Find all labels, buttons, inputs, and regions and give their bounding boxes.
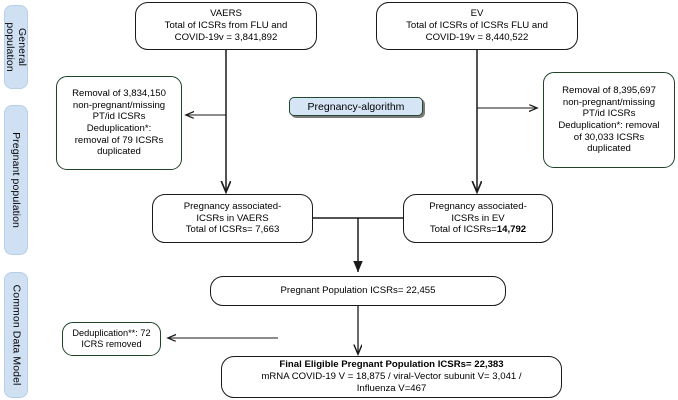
ev-pregnancy-total-value: 14,792	[496, 224, 527, 236]
final-population-line2: mRNA COVID-19 V = 18,875 / viral-Vector …	[261, 371, 522, 383]
vaers-source-line3: COVID-19v = 3,841,892	[174, 31, 278, 43]
node-vaers-source: VAERS Total of ICSRs from FLU and COVID-…	[135, 2, 317, 50]
sidebar-item-general-population[interactable]: General population	[4, 5, 28, 89]
vaers-removal-line4: Deduplication*:	[86, 123, 152, 134]
pregnant-population-label: Pregnant Population ICSRs= 22,455	[280, 285, 436, 297]
vaers-removal-line5: removal of 79 ICSRs	[74, 134, 164, 146]
sidebar-item-common-data-model[interactable]: Common Data Model	[4, 272, 28, 398]
node-vaers-pregnancy: Pregnancy associated- ICSRs in VAERS Tot…	[152, 194, 313, 243]
node-ev-removal: Removal of 8,395,697 non-pregnant/missin…	[543, 72, 675, 168]
ev-source-line1: EV	[470, 8, 484, 20]
ev-removal-line2: non-pregnant/missing	[562, 96, 656, 108]
node-deduplication: Deduplication**: 72 ICRS removed	[62, 322, 161, 356]
node-pregnant-population: Pregnant Population ICSRs= 22,455	[210, 276, 506, 306]
ev-source-line3: COVID-19v = 8,440,522	[425, 31, 529, 43]
deduplication-line1: Deduplication**: 72	[72, 327, 151, 338]
ev-removal-line1: Removal of 8,395,697	[562, 84, 656, 96]
ev-pregnancy-total-prefix: Total of ICSRs=	[429, 224, 497, 236]
node-ev-source: EV Total of ICSRs of ICSRs FLU and COVID…	[376, 2, 578, 50]
final-population-headline: Final Eligible Pregnant Population ICSRs…	[279, 359, 504, 371]
vaers-source-line1: VAERS	[210, 8, 242, 20]
node-pregnancy-algorithm[interactable]: Pregnancy-algorithm	[289, 97, 423, 116]
ev-pregnancy-line3: Total of ICSRs=14,792	[408, 224, 548, 236]
deduplication-line2: ICRS removed	[81, 339, 142, 349]
vaers-removal-line1: Removal of 3,834,150	[72, 87, 166, 99]
node-vaers-removal: Removal of 3,834,150 non-pregnant/missin…	[56, 76, 182, 170]
pregnancy-algorithm-label: Pregnancy-algorithm	[307, 100, 405, 113]
vaers-pregnancy-line3: Total of ICSRs= 7,663	[185, 224, 280, 236]
ev-removal-line6: duplicated	[587, 143, 631, 155]
sidebar-item-label: Common Data Model	[10, 284, 23, 386]
ev-removal-line4: Deduplication*: removal	[558, 120, 660, 131]
vaers-removal-line2: non-pregnant/missing	[72, 99, 166, 111]
node-final-population: Final Eligible Pregnant Population ICSRs…	[221, 356, 562, 398]
vaers-removal-line3: PT/id ICSRs	[92, 111, 146, 123]
ev-removal-line3: PT/id ICSRs	[582, 108, 636, 120]
ev-pregnancy-line2: ICSRs in EV	[451, 212, 505, 224]
vaers-removal-line6: duplicated	[97, 146, 141, 158]
node-ev-pregnancy: Pregnancy associated- ICSRs in EV Total …	[403, 194, 553, 243]
vaers-pregnancy-line2: ICSRs in VAERS	[196, 212, 269, 224]
vaers-source-line2: Total of ICSRs from FLU and	[164, 20, 288, 32]
final-population-line3: Influenza V=467	[356, 382, 427, 394]
sidebar-item-label: General population	[4, 22, 29, 72]
ev-removal-line5: of 30,033 ICSRs	[573, 131, 645, 143]
ev-pregnancy-line1: Pregnancy associated-	[429, 200, 527, 212]
ev-source-line2: Total of ICSRs of ICSRs FLU and	[406, 20, 548, 32]
sidebar-item-label: Pregnant population	[10, 132, 23, 228]
sidebar-item-pregnant-population[interactable]: Pregnant population	[4, 105, 28, 255]
vaers-pregnancy-line1: Pregnancy associated-	[183, 200, 282, 212]
